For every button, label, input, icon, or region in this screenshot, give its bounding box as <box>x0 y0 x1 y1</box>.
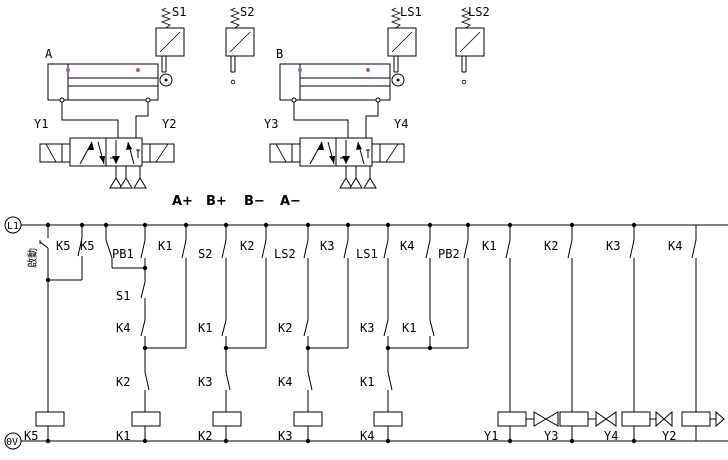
valve-y2-label: Y2 <box>662 429 676 443</box>
coil-k4-label: K4 <box>360 429 374 443</box>
contact-k2-out-label: K2 <box>544 239 558 253</box>
cylinder-a-label: A <box>45 47 53 61</box>
contact-k3-out-label: K3 <box>606 239 620 253</box>
output-rung-y2: K2 Y4 <box>544 225 618 443</box>
coil-k5-label: K5 <box>24 429 38 443</box>
contact-k5-nc-label: K5 <box>80 239 94 253</box>
solenoid-y2-label: Y2 <box>162 117 176 131</box>
sensor-s1: S1 <box>155 5 186 73</box>
sensor-s1-label: S1 <box>172 5 186 19</box>
contact-k4-label: K4 <box>116 321 130 335</box>
contact-k2-label: K2 <box>278 321 292 335</box>
contact-k1-hold-label: K1 <box>158 239 172 253</box>
coil-k1 <box>131 411 161 427</box>
output-rung-y1: K1 Y1 Y3 <box>482 225 559 443</box>
sensor-ls1: LS1 <box>387 5 422 73</box>
coil-k2 <box>212 411 242 427</box>
contact-k3-hold-label: K3 <box>320 239 334 253</box>
sensor-s2: S2 <box>225 5 255 85</box>
coil-k3 <box>293 411 323 427</box>
rung-k1: PB1 K1 S1 K4 K2 K1 <box>105 225 187 443</box>
start-button-label: 啟動 <box>26 248 39 268</box>
contact-k1-nc2-label: K1 <box>360 375 374 389</box>
cylinder-a-body <box>47 63 159 101</box>
sequence-step-2: B+ <box>206 194 227 209</box>
cylinder-b-body <box>279 63 391 101</box>
output-rung-y3: K3 Y2 <box>606 225 676 443</box>
valve-b: Y3 Y4 <box>264 117 408 189</box>
sensor-ls1-label: LS1 <box>400 5 422 19</box>
coil-y4 <box>621 411 651 427</box>
contact-k2-nc-label: K2 <box>116 375 130 389</box>
rail-0v-label: 0V <box>6 437 18 448</box>
cylinder-a: A <box>45 47 173 140</box>
contact-pb2-label: PB2 <box>438 247 460 261</box>
rung-k5: 啟動 K5 K5 K5 <box>24 225 94 443</box>
solenoid-y1-label: Y1 <box>34 117 48 131</box>
valve-y3-label: Y3 <box>544 429 558 443</box>
contact-k2-hold-label: K2 <box>240 239 254 253</box>
coil-y3 <box>559 411 589 427</box>
coil-y1 <box>497 411 527 427</box>
sensor-s2-label: S2 <box>240 5 254 19</box>
coil-y2 <box>681 411 711 427</box>
valve-y4-label: Y4 <box>604 429 618 443</box>
sequence-labels: A+ B+ B− A− <box>172 194 301 209</box>
solenoid-y4-label: Y4 <box>394 117 408 131</box>
cylinder-b-label: B <box>276 47 283 61</box>
sensor-ls2: LS2 <box>455 5 490 85</box>
rung-k2: S2 K2 K1 K3 K2 <box>198 225 267 443</box>
contact-k5-hold-label: K5 <box>56 239 70 253</box>
contact-ls1-label: LS1 <box>356 247 378 261</box>
coil-k1-label: K1 <box>116 429 130 443</box>
sensor-ls2-label: LS2 <box>468 5 490 19</box>
coil-k2-label: K2 <box>198 429 212 443</box>
rung-k4: LS1 K4 PB2 K3 K1 K1 K4 <box>356 225 469 443</box>
coil-k5 <box>35 411 65 427</box>
contact-k3-label: K3 <box>360 321 374 335</box>
rail-l1-label: L1 <box>7 221 19 232</box>
solenoid-y3-label: Y3 <box>264 117 278 131</box>
output-rung-y4: K4 <box>668 225 725 441</box>
rung-k3: LS2 K3 K2 K4 K3 <box>274 225 349 443</box>
sequence-step-4: A− <box>280 194 301 209</box>
coil-k4 <box>373 411 403 427</box>
cylinder-b: B <box>276 47 405 140</box>
contact-k1-label: K1 <box>198 321 212 335</box>
contact-k1-nc-label: K1 <box>402 321 416 335</box>
contact-k3-nc-label: K3 <box>198 375 212 389</box>
contact-s2-label: S2 <box>198 247 212 261</box>
contact-k4-hold-label: K4 <box>400 239 414 253</box>
contact-pb1-label: PB1 <box>112 247 134 261</box>
contact-s1-label: S1 <box>116 289 130 303</box>
valve-a: Y1 Y2 <box>34 117 176 189</box>
contact-k1-out-label: K1 <box>482 239 496 253</box>
contact-k4-nc-label: K4 <box>278 375 292 389</box>
contact-k4-out-label: K4 <box>668 239 682 253</box>
sequence-step-3: B− <box>244 194 265 209</box>
contact-ls2-label: LS2 <box>274 247 296 261</box>
coil-y1-label: Y1 <box>484 429 498 443</box>
ladder-diagram: L1 0V 啟動 K5 <box>4 216 728 450</box>
sequence-step-1: A+ <box>172 194 193 209</box>
coil-k3-label: K3 <box>278 429 292 443</box>
